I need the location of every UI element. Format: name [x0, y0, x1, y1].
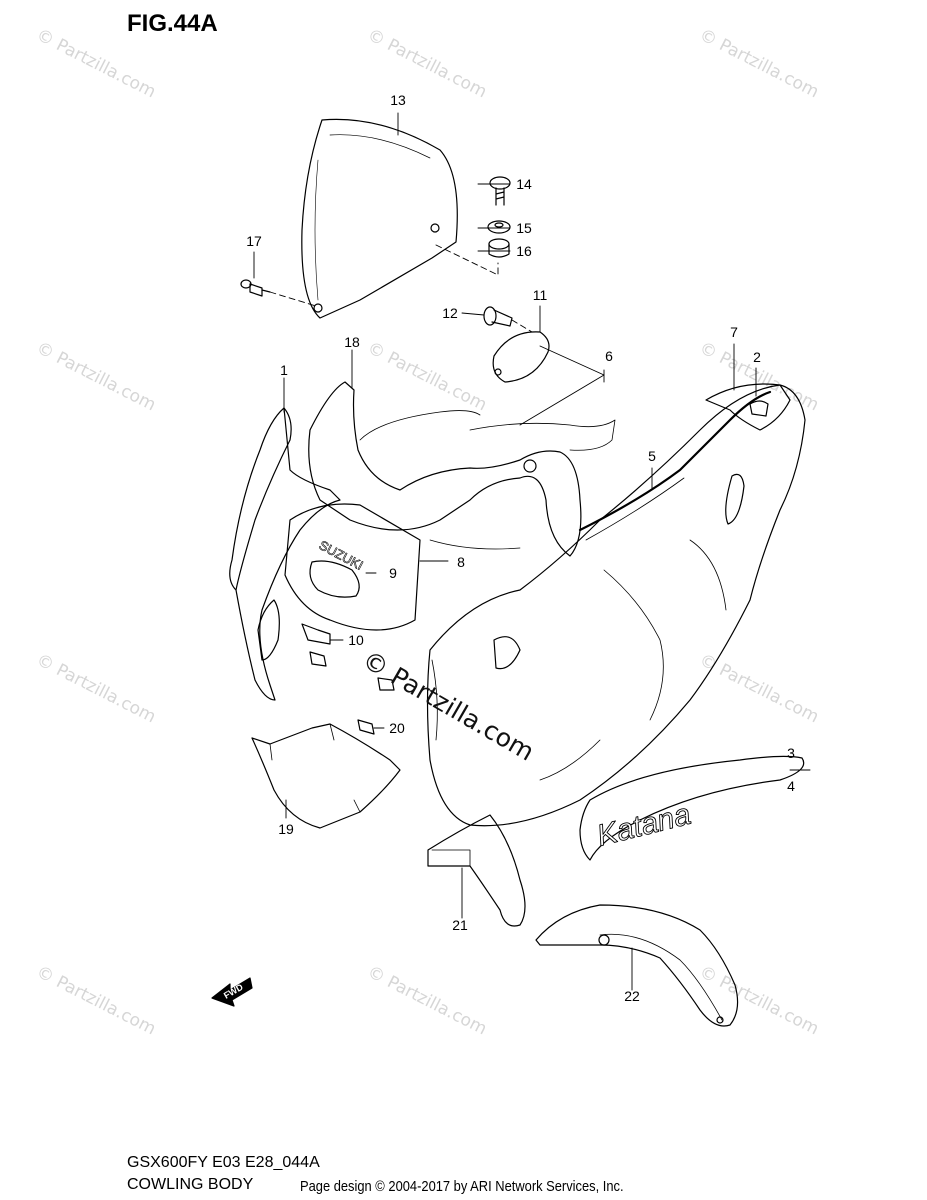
part-screw-12	[483, 306, 513, 327]
part-lower-cowl-5	[426, 384, 806, 827]
callout-7: 7	[730, 324, 738, 340]
page-credit: Page design © 2004-2017 by ARI Network S…	[300, 1178, 624, 1195]
callout-3: 3	[787, 745, 795, 761]
callout-2: 2	[753, 349, 761, 365]
part-katana-decal-3-4: Katana	[579, 755, 805, 861]
part-bracket-2	[705, 383, 791, 431]
part-rivet-17	[240, 279, 271, 297]
leader-line	[519, 345, 605, 426]
callout-5: 5	[648, 448, 656, 464]
callout-6: 6	[605, 348, 613, 364]
section-name: COWLING BODY	[127, 1176, 254, 1193]
part-cover-11	[492, 331, 550, 383]
part-clip-20	[357, 719, 375, 735]
part-inner-panel-18	[308, 381, 616, 557]
callout-19: 19	[278, 821, 294, 837]
fwd-arrow-icon: FWD	[211, 977, 253, 1007]
part-lower-panel-22	[535, 904, 739, 1027]
model-code: GSX600FY E03 E28_044A	[127, 1154, 320, 1171]
part-screw-14	[489, 176, 511, 206]
callout-18: 18	[344, 334, 360, 350]
callout-15: 15	[516, 220, 532, 236]
part-bracket-21	[427, 814, 526, 927]
callout-1: 1	[280, 362, 288, 378]
part-windscreen	[301, 118, 458, 319]
callout-10: 10	[348, 632, 364, 648]
callout-21: 21	[452, 917, 468, 933]
callout-13: 13	[390, 92, 406, 108]
exploded-parts-diagram: SUZUKI Katana	[211, 92, 811, 1027]
callout-9: 9	[389, 565, 397, 581]
callout-16: 16	[516, 243, 532, 259]
katana-decal-text: Katana	[594, 798, 694, 853]
assembly-line	[269, 291, 317, 307]
part-clip-10	[301, 623, 395, 691]
callout-12: 12	[442, 305, 458, 321]
callout-labels: 1 2 3 4 5 6 7 8 9 10 11 12 13 14 15 16 1…	[246, 92, 795, 1004]
callout-17: 17	[246, 233, 262, 249]
callout-4: 4	[787, 778, 795, 794]
part-washer-15	[487, 220, 511, 234]
callout-20: 20	[389, 720, 405, 736]
part-side-cowl-left-1	[229, 407, 341, 701]
assembly-line	[435, 244, 499, 276]
suzuki-decal-text: SUZUKI	[317, 537, 366, 573]
part-nut-16	[488, 238, 510, 258]
part-under-cover-19	[251, 723, 401, 829]
callout-11: 11	[533, 287, 548, 303]
callout-8: 8	[457, 554, 465, 570]
assembly-line	[511, 319, 533, 333]
callout-14: 14	[516, 176, 532, 192]
leader-lines	[253, 112, 811, 991]
callout-22: 22	[624, 988, 640, 1004]
figure-title: FIG.44A	[127, 10, 218, 37]
